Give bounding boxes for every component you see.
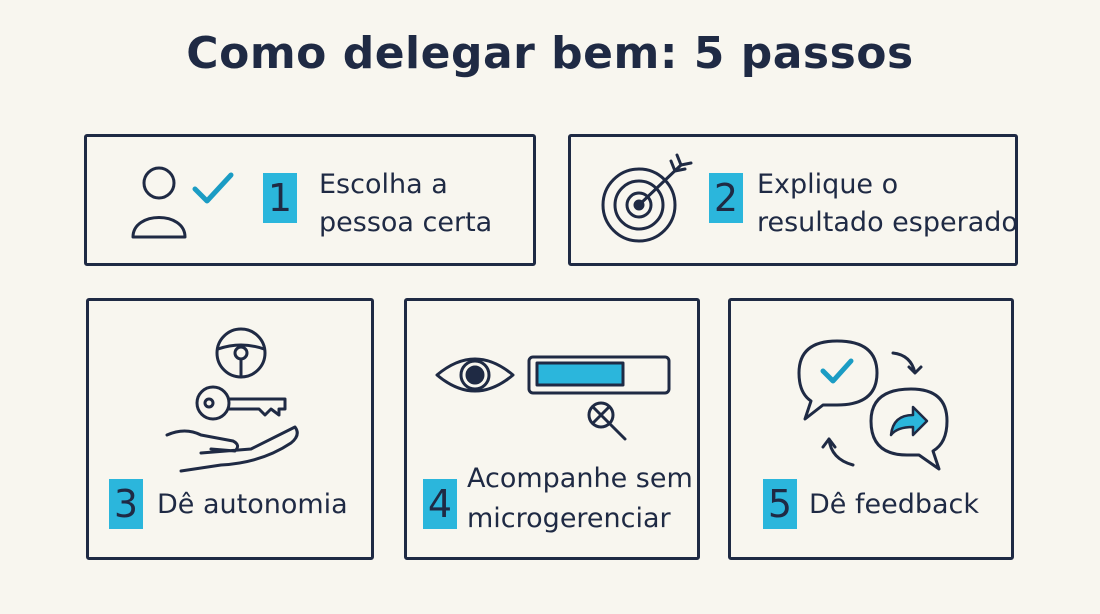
step-card-3: 3 Dê autonomia [86,298,374,560]
person-check-icon [131,166,234,239]
step-label-line: resultado esperado [757,207,1018,238]
step-label-line: pessoa certa [319,207,493,238]
step-number-badge: 2 [709,173,743,223]
step-card-1: 1 Escolha a pessoa certa [84,134,536,266]
step-label-line: Dê feedback [809,489,980,520]
step-label-line: Explique o [757,169,899,200]
hand-key-wheel-icon [165,327,299,473]
step-label-line: microgerenciar [467,503,671,534]
target-arrow-icon [601,153,693,243]
step-card-5: 5 Dê feedback [728,298,1014,560]
step-number-badge: 4 [423,479,457,529]
step-label-line: Acompanhe sem [467,463,693,494]
step-label-line: Escolha a [319,169,448,200]
eye-progress-icon [435,355,671,441]
feedback-bubbles-icon [797,339,949,471]
step-label-line: Dê autonomia [157,489,348,520]
page-title: Como delegar bem: 5 passos [186,28,914,79]
step-number-badge: 1 [263,173,297,223]
step-number-badge: 5 [763,479,797,529]
step-card-4: 4 Acompanhe sem microgerenciar [404,298,700,560]
step-card-2: 2 Explique o resultado esperado [568,134,1018,266]
step-number-badge: 3 [109,479,143,529]
